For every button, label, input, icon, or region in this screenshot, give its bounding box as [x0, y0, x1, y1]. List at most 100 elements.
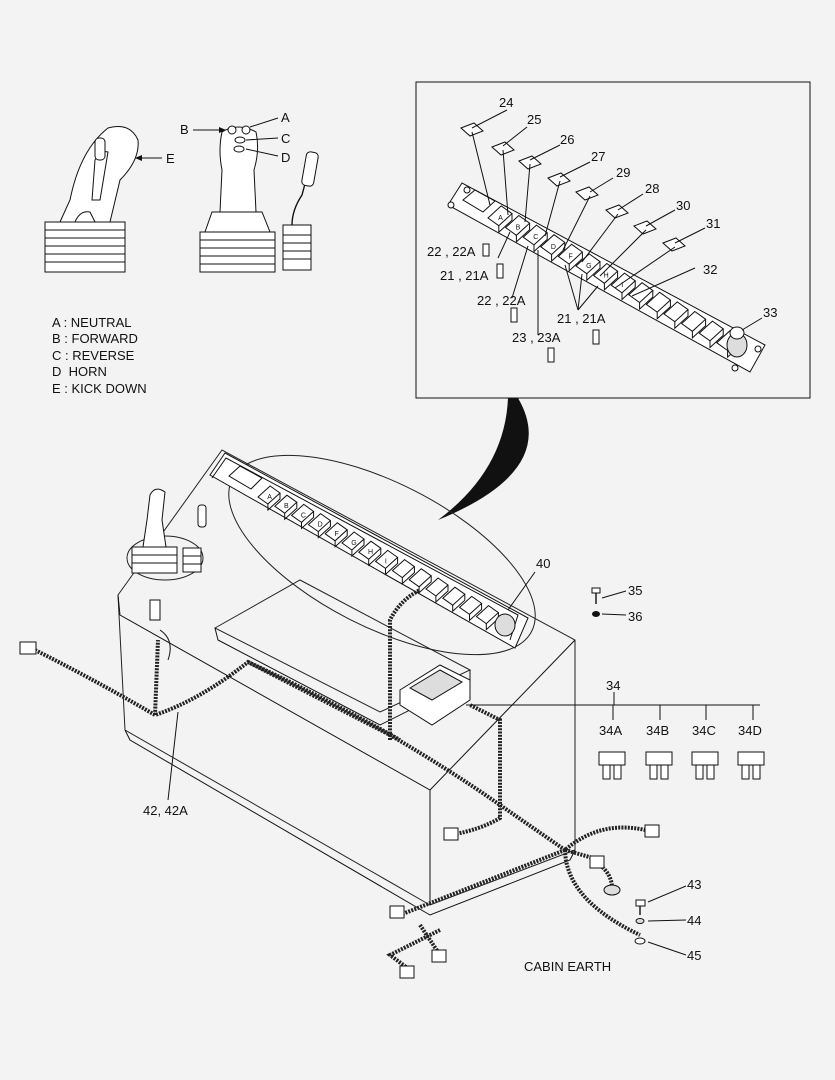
fuse-34c [691, 751, 719, 780]
callout-25: 25 [527, 112, 541, 127]
detail-switch-letter: H [604, 273, 609, 280]
callout-34: 34 [606, 678, 620, 693]
leader-36 [601, 613, 627, 616]
console-rocker-switch-side [435, 585, 449, 604]
function-legend: A : NEUTRAL B : FORWARD C : REVERSE D HO… [52, 315, 147, 397]
label-a: A [281, 110, 290, 125]
console-switch-letter: I [385, 558, 387, 565]
callout-43: 43 [687, 877, 701, 892]
console-switch-panel: A B C D F G H I [209, 452, 529, 649]
detail-switch-letter: D [551, 244, 556, 251]
callout-42-42a: 42, 42A [143, 803, 188, 818]
washer-36 [592, 611, 600, 617]
console-rocker-switch-side [452, 594, 466, 613]
fuse-34d [737, 751, 765, 780]
console-switch-letter: D [318, 522, 323, 529]
fuse-box [399, 664, 471, 726]
detail-switch-letter: C [533, 234, 538, 241]
cabin-earth-label: CABIN EARTH [524, 959, 612, 974]
label-e: E [166, 151, 175, 166]
detail-switch-letter: A [498, 215, 503, 222]
console-switch-letter: C [301, 512, 306, 519]
detail-rocker-switch-side [568, 252, 583, 272]
console-rocker-switch-side [418, 575, 432, 594]
callout-32: 32 [703, 262, 717, 277]
leader-43 [647, 885, 687, 903]
label-b: B [180, 122, 189, 137]
side-lever [282, 151, 319, 271]
detail-switch-letter: G [586, 263, 591, 270]
label-c: C [281, 131, 290, 146]
detail-rocker-switch-side [691, 319, 707, 340]
console-rocker-switch-side [385, 557, 399, 576]
callout-27: 27 [591, 149, 605, 164]
callout-b-arrow [219, 127, 226, 133]
callout-22-22a-top: 22 , 22A [427, 244, 476, 259]
detail-rocker-switch-side [533, 232, 548, 253]
callout-21-21a-top: 21 , 21A [440, 268, 489, 283]
console-rocker-switch-side [485, 612, 499, 631]
detail-switch-letter: I [621, 282, 623, 289]
fuse-34b [645, 751, 673, 780]
console-rocker-switch-side [469, 603, 483, 622]
callout-23-23a: 23 , 23A [512, 330, 561, 345]
fuse-bracket-34 [466, 692, 760, 720]
callout-44: 44 [687, 913, 701, 928]
callout-28: 28 [645, 181, 659, 196]
inset-leader-lines [471, 109, 763, 335]
console-body [117, 449, 576, 916]
console-rocker-switch-side [284, 502, 298, 521]
callout-a-line [249, 117, 279, 128]
joystick-front-view [199, 125, 276, 273]
console-rocker-switch-side [334, 529, 348, 548]
washer-44 [635, 918, 645, 924]
bolt-43 [635, 899, 646, 915]
detail-rocker-switch-side [639, 290, 654, 311]
console-rocker-switch-side [351, 539, 365, 558]
console-rocker-switch-side [317, 520, 331, 539]
leader-42 [167, 711, 179, 801]
console-switch-letter: A [267, 494, 272, 501]
joystick-side-view [44, 126, 139, 273]
terminal-45 [634, 937, 646, 945]
callout-30: 30 [676, 198, 690, 213]
console-rocker-switch-side [368, 548, 382, 567]
console-switch-letter: H [368, 549, 373, 556]
callout-36: 36 [628, 609, 642, 624]
harness-connectors [19, 641, 660, 979]
callout-26: 26 [560, 132, 574, 147]
callout-e-arrow [135, 155, 142, 161]
leader-45 [647, 941, 687, 956]
callout-40: 40 [536, 556, 550, 571]
callout-31: 31 [706, 216, 720, 231]
console-switch-letter: F [334, 531, 338, 538]
callout-35: 35 [628, 583, 642, 598]
detail-rocker-switch-side [586, 261, 601, 282]
console-switch-letter: G [351, 540, 356, 547]
fuse-34a [598, 751, 626, 780]
detail-rocker-switch-side [674, 309, 689, 330]
detail-rocker-switch-side [498, 213, 513, 234]
detail-rocker-switch-side [515, 223, 531, 244]
console-rocker-switch-side [301, 511, 315, 530]
callout-22-22a-bottom: 22 , 22A [477, 293, 526, 308]
legend-neutral: A : NEUTRAL [52, 315, 132, 330]
detail-rocker-switch-side [621, 280, 636, 301]
console-switch-letter: B [284, 503, 289, 510]
callout-45: 45 [687, 948, 701, 963]
legend-kick-down: E : KICK DOWN [52, 380, 147, 396]
callout-24: 24 [499, 95, 513, 110]
leader-40 [507, 571, 536, 611]
legend-forward: B : FORWARD [52, 331, 138, 347]
detail-rocker-switch-side [656, 300, 671, 320]
console-rocker-switch-side [267, 493, 281, 512]
leader-44 [647, 919, 687, 922]
detail-rocker-switch-side [709, 328, 724, 349]
callout-d-line [245, 148, 279, 157]
callout-33: 33 [763, 305, 777, 320]
detail-switch-letter: B [516, 225, 521, 232]
callout-29: 29 [616, 165, 630, 180]
console-joystick [131, 488, 207, 661]
